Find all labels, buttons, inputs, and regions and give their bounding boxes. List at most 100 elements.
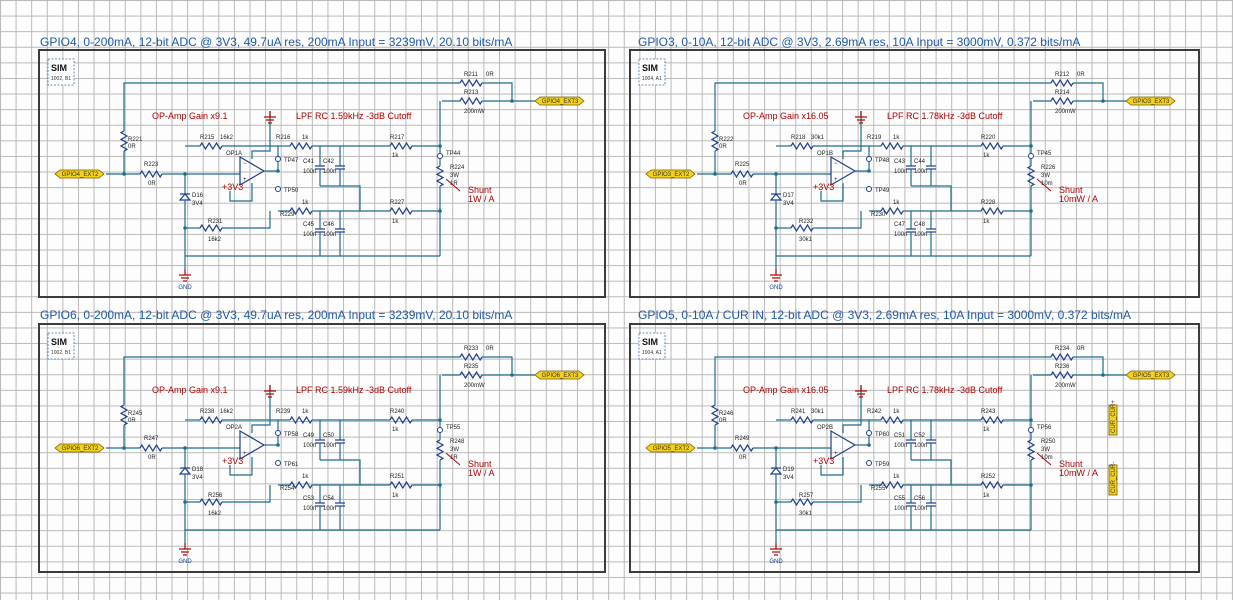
resistor-symbol [459,96,483,106]
cap-val: 100n [894,443,907,449]
sim-box [47,332,75,360]
junction-dot [1101,373,1105,377]
resistor-symbol [980,206,1004,216]
r-top2-val: 200mW [1055,109,1076,115]
r-pd-ref: R221 [128,137,143,143]
opamp-plus: + [834,451,838,457]
diode-symbol [769,193,783,201]
resistor-symbol [459,370,483,380]
shunt-ref: R250 [1041,439,1056,445]
resistor-symbol [435,439,445,461]
r-top1-val: 0R [486,346,494,352]
cap-val: 100n [303,169,316,175]
tp1-ref: TP48 [875,158,890,164]
test-point-icon [437,427,443,433]
cap-val: 100n [914,506,927,512]
wire [482,82,513,101]
r-top1-val: 0R [1077,346,1085,352]
wire [320,185,361,211]
panel-title-gpio6: GPIO6, 0-200mA, 12-bit ADC @ 3V3, 49.7uA… [40,308,513,322]
shunt-note-1: Shunt [1059,185,1083,195]
r-fb-bot-ref: R256 [208,493,223,499]
resistor-symbol [389,480,413,490]
shunt-note-2: 10mW / A [1059,194,1098,204]
shunt-val1: 3W [450,447,459,453]
resistor-symbol [880,480,904,490]
resistor-symbol [119,404,129,426]
cap-val: 100n [323,506,336,512]
junction-dot [510,373,514,377]
opamp-plus: + [834,177,838,183]
r-in-ref: R249 [735,436,750,442]
sim-box [47,58,75,86]
diode-ref: D16 [192,193,204,199]
test-point-icon [866,460,872,466]
sim-box [638,58,666,86]
junction-dot [1029,144,1033,148]
opamp-minus: − [834,161,838,167]
opamp-ref: OP1A [226,151,242,157]
panel-title-gpio3: GPIO3, 0-10A, 12-bit ADC @ 3V3, 2.69mA r… [638,35,1081,49]
cap-val: 100n [303,443,316,449]
shunt-arrow-icon [445,452,461,466]
r-fb-bot-val: 30k1 [799,511,813,517]
sim-sublabel: 1002, B1 [51,76,71,82]
resistor-symbol [289,480,313,490]
r-f3-ref: R254 [280,486,295,492]
resistor-symbol [880,141,904,151]
panel-title-gpio4: GPIO4, 0-200mA, 12-bit ADC @ 3V3, 49.7uA… [40,35,513,49]
input-net-label [645,443,696,453]
r-f1-ref: R239 [276,409,291,415]
resistor-symbol [459,78,483,88]
junction-dot [1029,418,1033,422]
input-net-label-text: GPIO3_EXT2 [653,172,690,178]
r-top1-ref: R212 [1055,72,1070,78]
r-f2-val: 1k [983,153,990,159]
wire [820,183,844,202]
resistor-symbol [730,169,754,179]
cap-ref: C45 [303,222,315,228]
test-point-icon [866,186,872,192]
shunt-note-1: Shunt [468,459,492,469]
r-in-val: 0R [739,455,747,461]
cap-val: 100n [303,232,316,238]
test-point-icon [866,156,872,162]
output-net-label-text: GPIO5_EXT3 [1133,373,1170,379]
sim-label: SIM [51,63,67,73]
r-in-ref: R223 [144,162,159,168]
r-f4-ref: R228 [981,200,996,206]
sim-box [638,332,666,360]
resistor-symbol [119,130,129,152]
tp3-ref: TP44 [446,151,461,157]
resistor-symbol [1026,439,1036,461]
r-top2-ref: R235 [464,364,479,370]
shunt-val1: 3W [1041,173,1050,179]
wire [482,356,513,375]
r-in-val: 0R [148,455,156,461]
r-pd-val: 0R [128,418,136,424]
sim-label: SIM [51,337,67,347]
opamp-symbol [239,155,266,187]
output-net-label [534,370,585,380]
ground-label: GND [178,559,192,565]
junction-dot [438,418,442,422]
r-fb-bot-ref: R257 [799,493,814,499]
input-net-label-text: GPIO5_EXT2 [653,446,690,452]
cap-ref: C52 [914,433,926,439]
shunt-val1: 3W [450,173,459,179]
resistor-symbol [980,480,1004,490]
cap-ref: C42 [323,159,335,165]
r-f4-val: 1k [392,493,399,499]
opamp-minus: − [243,435,247,441]
lpf-note: LPF RC 1.78kHz -3dB Cutoff [887,385,1003,395]
test-point-icon [275,156,281,162]
resistor-symbol [790,497,814,507]
junction-dot [1029,483,1033,487]
